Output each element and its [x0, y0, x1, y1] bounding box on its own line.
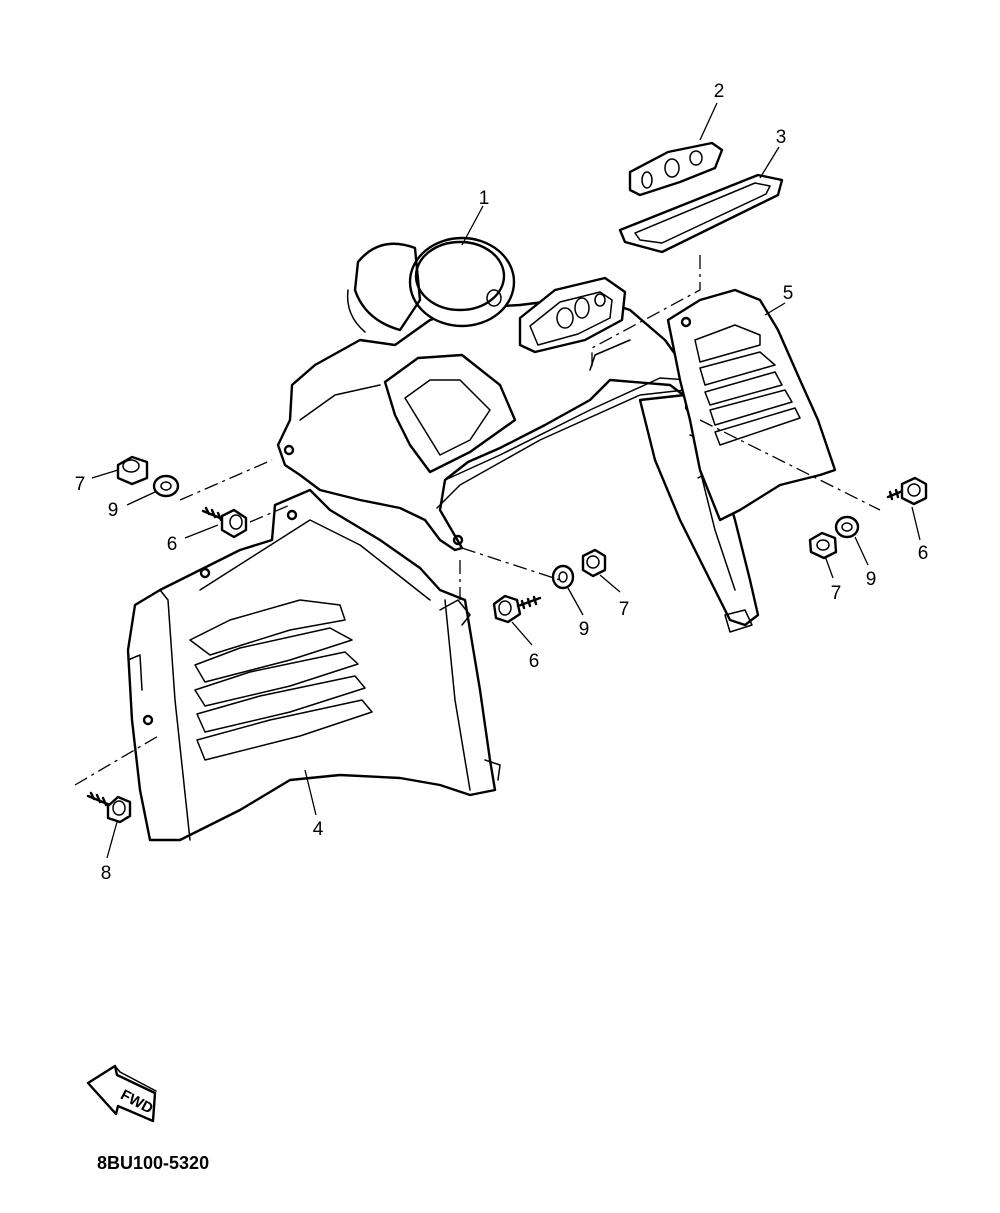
left-side-panel-part	[126, 488, 501, 842]
nut-right-part	[808, 531, 838, 560]
forward-direction-arrow-icon: FWD	[86, 1064, 157, 1123]
meter-bezel-part	[628, 141, 724, 197]
assembly-lines	[74, 255, 881, 786]
leader-lines	[91, 102, 921, 859]
bolt-left-part	[201, 506, 248, 539]
callout-8: 8	[101, 863, 112, 884]
diagram-code: 8BU100-5320	[97, 1153, 209, 1173]
callout-7-left: 7	[75, 474, 86, 495]
callout-6-left: 6	[167, 534, 178, 555]
callout-4: 4	[313, 819, 324, 840]
gasket-part	[618, 173, 784, 254]
callout-5: 5	[783, 283, 794, 304]
bolt-right-part	[886, 476, 928, 506]
callout-7-center: 7	[619, 599, 630, 620]
callout-7-right: 7	[831, 583, 842, 604]
bolt-center-part	[492, 594, 542, 624]
callout-labels: 1 2 3 4 5 6 6 6 7 7 7 8 9 9 9	[75, 81, 929, 884]
washer-left-part	[152, 474, 180, 498]
bolt-bottom-part	[86, 791, 132, 824]
right-side-panel-part	[666, 288, 837, 522]
callout-3: 3	[776, 127, 787, 148]
callout-9-right: 9	[866, 569, 877, 590]
callout-9-center: 9	[579, 619, 590, 640]
callout-9-left: 9	[108, 500, 119, 521]
nut-center-part	[581, 548, 607, 578]
callout-6-center: 6	[529, 651, 540, 672]
callout-6-right: 6	[918, 543, 929, 564]
callout-1: 1	[479, 188, 490, 209]
callout-2: 2	[714, 81, 725, 102]
washer-center-part	[551, 564, 575, 590]
nut-left-part	[116, 455, 149, 486]
washer-right-part	[834, 515, 860, 539]
